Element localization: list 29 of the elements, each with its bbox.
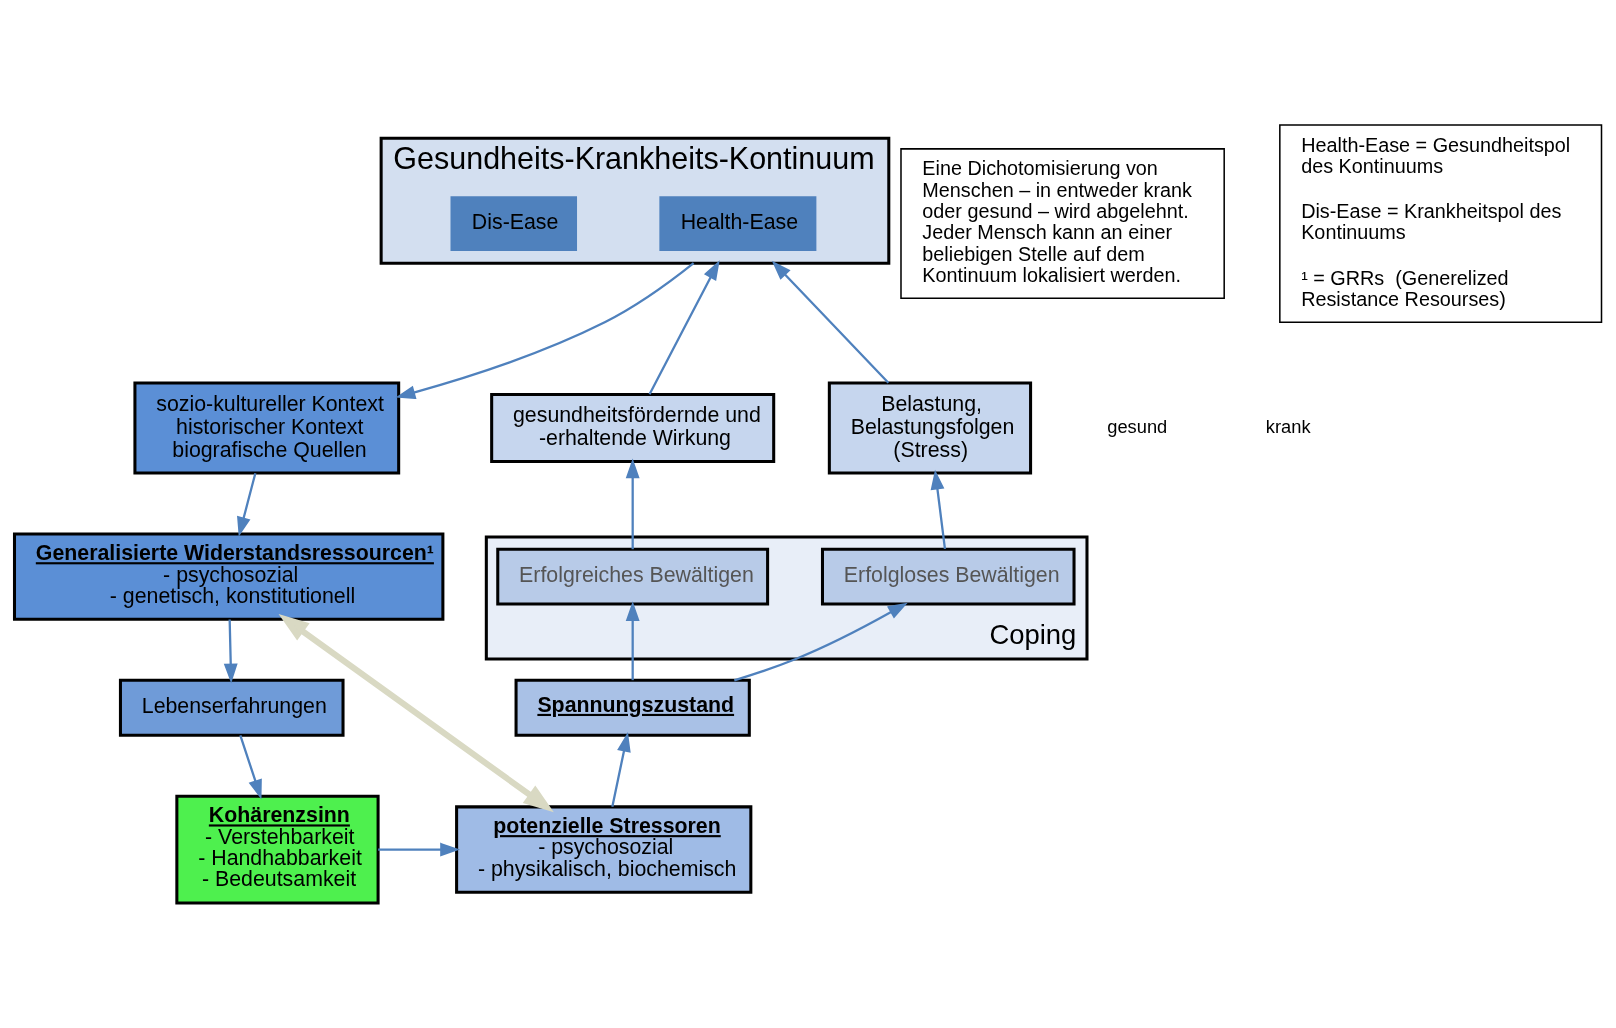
node-box: Health-Ease = Gesundheitspol des Kontinuums Dis-Ease = Krankheitspol des Kontinuums ¹ = GRRs (Generelized Resistance Resourses) <box>1279 124 1603 323</box>
arrow <box>395 262 695 400</box>
node-box: Eine Dichotomisierung von Menschen – in entweder krank oder gesund – wird abgelehnt. Jeder Mensch kann an einer beliebigen Stelle auf dem Kontinuum lokalisiert werden. <box>900 148 1225 300</box>
node-box: potenzielle Stressoren - psychosozial - physikalisch, biochemisch <box>455 805 753 894</box>
arrow <box>733 602 908 682</box>
node-box: Erfolgloses Bewältigen <box>820 547 1076 606</box>
node-box: sozio-kultureller Kontext historischer Kontext biografische Quellen <box>133 381 401 475</box>
arrow <box>278 614 554 813</box>
arrow <box>237 472 257 537</box>
node-box: Health-Ease <box>659 196 817 251</box>
arrow <box>771 260 890 384</box>
arrow <box>378 842 461 857</box>
node-box: Generalisierte Widerstandsressourcen¹ - psychosozial - genetisch, konstitutionell <box>12 532 445 621</box>
node-box: Erfolgreiches Bewältigen <box>496 547 770 606</box>
arrow <box>930 469 947 549</box>
label: krank <box>1265 415 1311 437</box>
label: gesund <box>1107 415 1168 437</box>
node-box: Belastung, Belastungsfolgen (Stress) <box>827 381 1033 475</box>
arrow <box>239 735 262 800</box>
arrow <box>648 260 720 395</box>
arrow <box>625 601 640 681</box>
node-box: gesundheitsfördernde und -erhaltende Wirkung <box>490 392 776 464</box>
node-box: Dis-Ease <box>450 196 578 251</box>
arrow <box>611 732 631 807</box>
arrow <box>223 619 238 684</box>
node-box: Kohärenzsinn - Verstehbarkeit - Handhabbarkeit - Bedeutsamkeit <box>175 794 380 905</box>
node-box: Lebenserfahrungen <box>118 678 345 737</box>
node-box: Spannungszustand <box>514 678 751 737</box>
arrow <box>625 458 640 550</box>
